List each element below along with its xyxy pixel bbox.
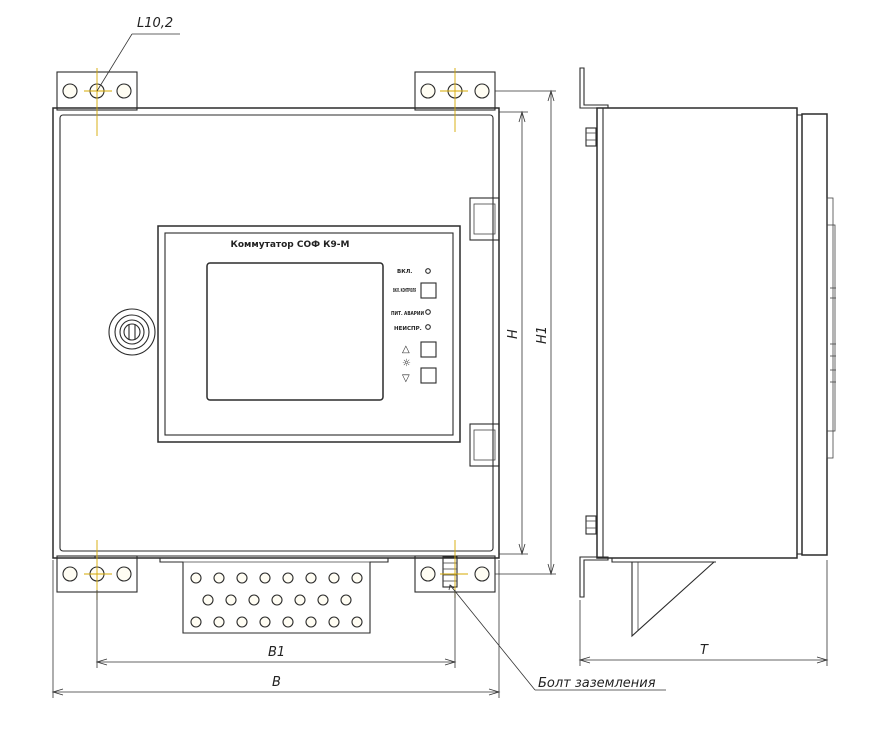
side-terminal-profile: [631, 561, 715, 638]
indicator-fault-led: [425, 324, 431, 330]
center-lines: [84, 68, 468, 600]
side-door: [801, 113, 828, 556]
down-arrow-icon: ▽: [402, 373, 410, 384]
front-view: Коммутатор СОФ К9-М ВКЛ. ВКЛ. КОНТРОЛЯ П…: [52, 71, 500, 634]
display-screen: [206, 262, 384, 401]
dim-hole-diameter: L10,2: [137, 16, 173, 31]
down-button: [420, 367, 437, 384]
indicator-fault-label: НЕИСПР.: [394, 326, 422, 332]
dim-width-mount: B1: [268, 645, 285, 660]
side-body: [596, 107, 798, 559]
ground-bolt-label: Болт заземления: [538, 676, 656, 691]
hinge-top: [469, 197, 500, 241]
up-button: [420, 341, 437, 358]
dim-width: B: [272, 675, 281, 690]
device-title: Коммутатор СОФ К9-М: [230, 240, 349, 250]
control-button: [420, 282, 437, 299]
brightness-icon: ☼: [402, 358, 411, 369]
control-button-label: ВКЛ. КОНТРОЛЯ: [393, 288, 416, 294]
dim-height: H: [506, 329, 521, 339]
terminal-strip: [159, 558, 389, 634]
dim-depth: T: [700, 643, 709, 658]
dim-height-total: H1: [535, 326, 550, 344]
indicator-power-led: [425, 268, 431, 274]
dimensions: L10,2 H H1 B1 B T: [51, 16, 829, 698]
mounting-holes: [62, 83, 490, 582]
up-arrow-icon: △: [402, 344, 410, 355]
enclosure-door: [59, 114, 494, 552]
indicator-alarm-label: ПИТ. АВАРИИ: [391, 311, 424, 317]
hinge-bottom: [469, 423, 500, 467]
side-view: [579, 67, 836, 638]
indicator-alarm-led: [425, 309, 431, 315]
lock-icon: [108, 308, 156, 356]
enclosure-outer: [52, 107, 500, 559]
front-panel: [157, 225, 461, 443]
indicator-power-label: ВКЛ.: [397, 269, 412, 275]
terminal-holes: [190, 572, 363, 628]
